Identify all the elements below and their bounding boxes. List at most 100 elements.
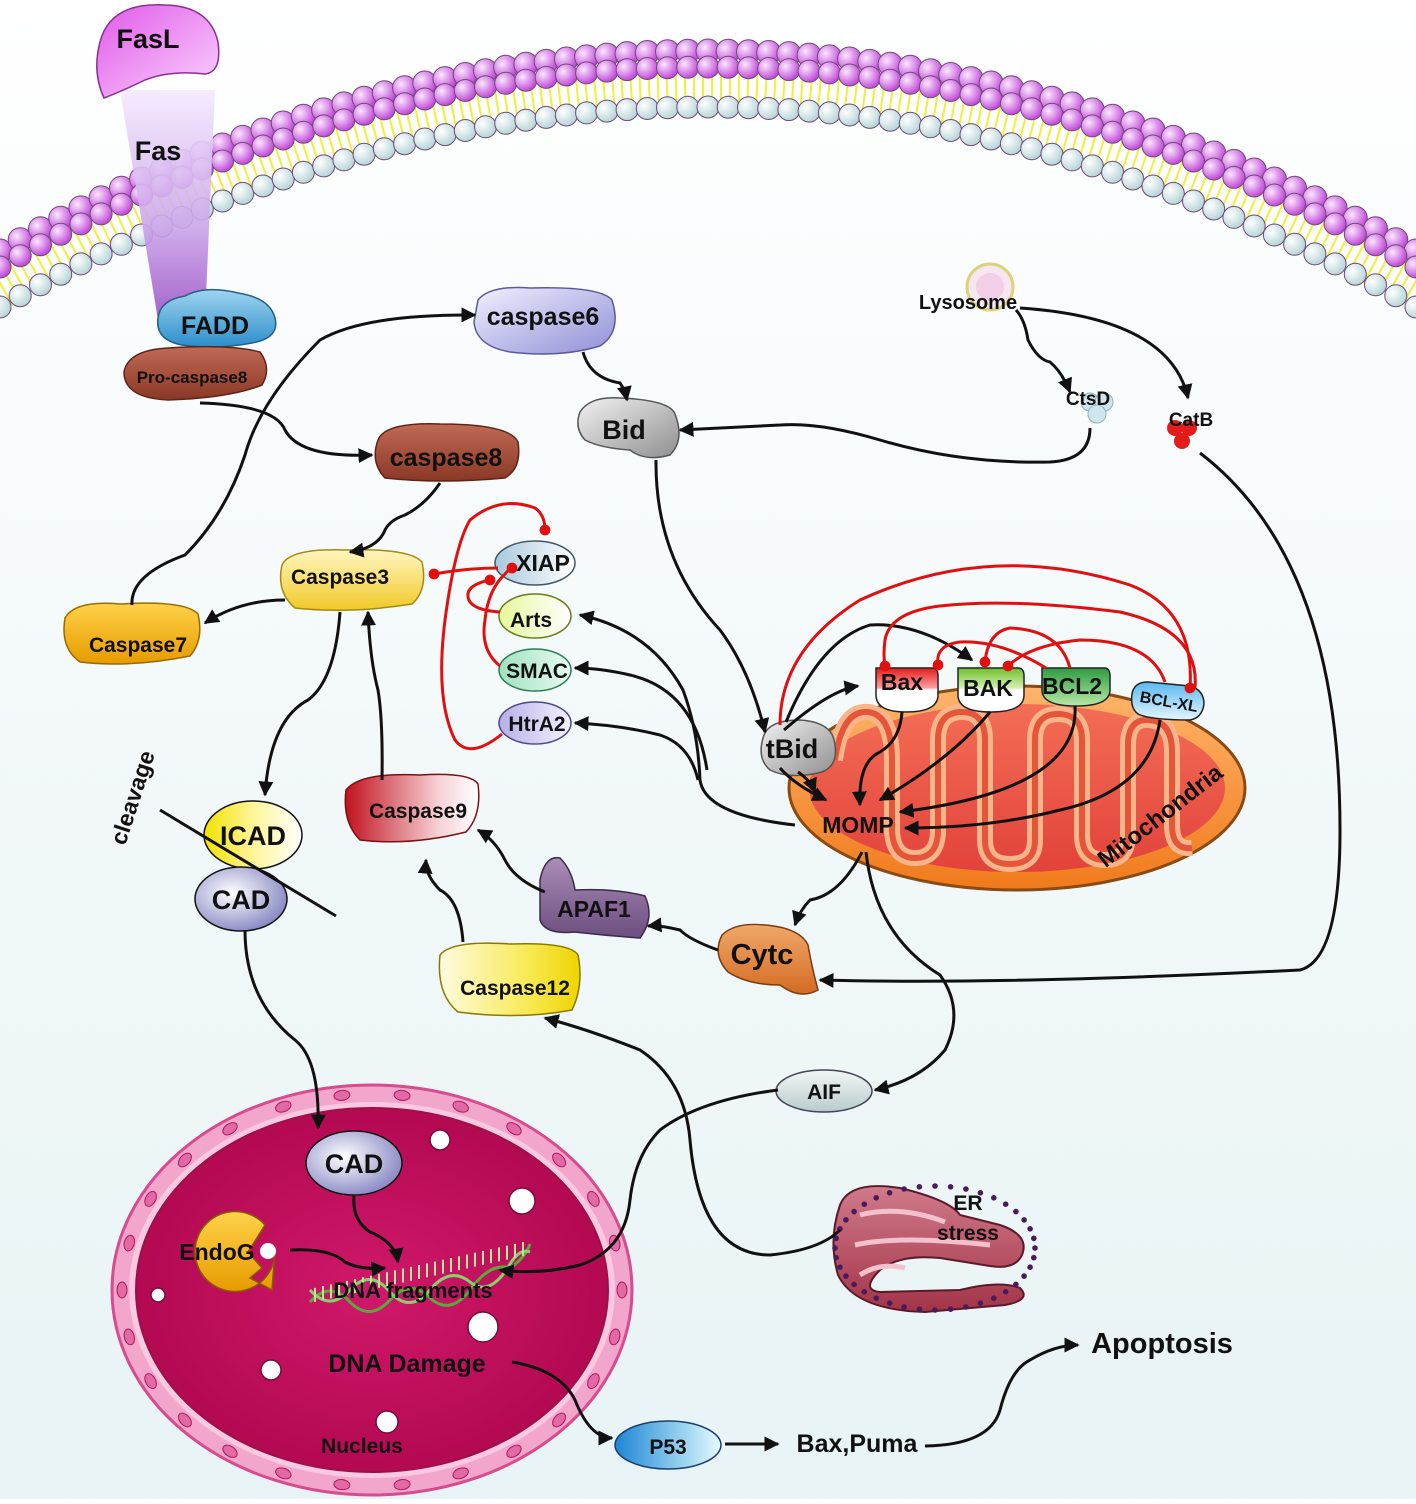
er-ribosome <box>843 1217 849 1223</box>
lipid-head <box>757 97 781 120</box>
nuclear-pore <box>144 1190 157 1207</box>
lipid-head <box>29 233 52 257</box>
inhib-bclxl-bak <box>1002 638 1167 683</box>
nuclear-pore <box>116 1281 128 1299</box>
inhibition-lines <box>428 502 1197 751</box>
lipid-head <box>8 284 32 308</box>
arrow-momp-cytc <box>792 851 864 927</box>
caspase9-node: Caspase9 <box>344 773 480 843</box>
lipid-head <box>231 141 255 165</box>
lipid-head <box>1222 165 1246 189</box>
er-ribosome <box>991 1195 997 1201</box>
smac-label: SMAC <box>506 660 568 683</box>
arrow-tbid-bak <box>784 623 974 723</box>
lipid-head <box>474 115 497 139</box>
lipid-head <box>1202 157 1226 181</box>
lipid-head <box>716 55 740 79</box>
dna-damage-label: DNA Damage <box>328 1350 486 1378</box>
lipid-head <box>656 56 679 80</box>
lipid-head <box>1060 148 1084 172</box>
lipid-head <box>797 59 821 83</box>
lipid-head <box>635 57 659 80</box>
bcl2-label: BCL2 <box>1042 673 1102 699</box>
lipid-head <box>1343 262 1367 286</box>
bcl2-node: BCL2 <box>1041 667 1111 707</box>
arrow-tbid-momp-1 <box>778 767 828 802</box>
nuclear-pore <box>552 1412 567 1428</box>
lipid-head <box>1364 233 1387 257</box>
nuclear-pore <box>275 1467 292 1480</box>
lipid-head <box>211 149 234 173</box>
lipid-head <box>29 273 52 297</box>
lipid-head <box>1262 183 1286 207</box>
er-ribosome <box>1031 1235 1037 1242</box>
er-ribosome <box>832 1245 838 1251</box>
nuclear-pore <box>333 1479 351 1491</box>
lipid-head <box>352 102 376 126</box>
lipid-head <box>1303 202 1327 226</box>
lipid-head <box>1101 160 1125 184</box>
er-ribosome <box>916 1306 923 1312</box>
bak-node: BAK <box>957 667 1025 713</box>
ctsd-label: CtsD <box>1066 389 1110 410</box>
caspase8-label: caspase8 <box>390 444 503 472</box>
er-ribosome <box>947 1184 954 1190</box>
lipid-head <box>1384 284 1408 308</box>
lipid-head <box>332 148 356 172</box>
lipid-head <box>332 108 356 132</box>
lipid-head <box>737 56 760 80</box>
inhib-xiap-casp3 <box>428 566 499 580</box>
lipid-head <box>1283 232 1307 256</box>
lipid-head <box>1242 214 1266 238</box>
lipid-head <box>49 262 73 286</box>
lipid-head <box>1121 167 1145 191</box>
lipid-head <box>8 244 32 268</box>
lipid-head <box>676 95 700 119</box>
lipid-head <box>656 96 679 120</box>
er-ribosome <box>977 1300 984 1306</box>
lipid-head <box>635 97 659 120</box>
lipid-head <box>898 111 922 135</box>
lipid-head <box>1384 244 1408 268</box>
xiap-node: XIAP <box>494 540 576 586</box>
arrow-tbid-bax <box>783 680 860 732</box>
lipid-head <box>737 96 760 120</box>
er-ribosome <box>886 1190 893 1196</box>
arrow-apaf1-casp9 <box>476 828 546 894</box>
dna-fragments-label: DNA fragments <box>333 1278 492 1303</box>
lipid-head <box>1060 108 1084 132</box>
lipid-head <box>757 57 781 80</box>
er-ribosome <box>833 1235 839 1242</box>
arrow-baxpuma-apoptosis <box>924 1337 1080 1448</box>
lipid-head <box>494 71 518 95</box>
er-ribosome <box>963 1186 969 1192</box>
stress-label: stress <box>937 1222 999 1245</box>
endog-label: EndoG <box>179 1239 254 1265</box>
nuclear-pore <box>177 1152 192 1168</box>
lipid-heads-outer <box>0 38 1416 279</box>
arts-node: Arts <box>498 593 572 639</box>
arrow-damage-p53 <box>511 1360 614 1446</box>
lipid-head <box>878 108 902 132</box>
lipid-head <box>291 160 315 184</box>
nucleoplasm-vesicles <box>150 1129 536 1434</box>
lipid-head <box>696 55 720 79</box>
er-ribosome <box>901 1304 907 1310</box>
lipid-head <box>575 61 599 85</box>
lipid-head <box>433 123 457 147</box>
arrow-cytc-apaf1 <box>646 917 719 952</box>
nuclear-pore <box>177 1412 192 1428</box>
arrow-bak-momp <box>878 711 992 802</box>
lipid-head <box>453 119 477 142</box>
cad-label: CAD <box>212 885 271 915</box>
lipid-head <box>231 181 255 205</box>
lipid-head <box>898 71 922 95</box>
arrow-momp-htra2 <box>573 716 700 781</box>
membrane-tails <box>0 61 1416 306</box>
lipid-head <box>211 189 234 213</box>
arrow-ctsd-bid <box>678 421 1092 464</box>
nuclear-pore <box>222 1122 238 1136</box>
nuclear-pore <box>452 1100 469 1113</box>
